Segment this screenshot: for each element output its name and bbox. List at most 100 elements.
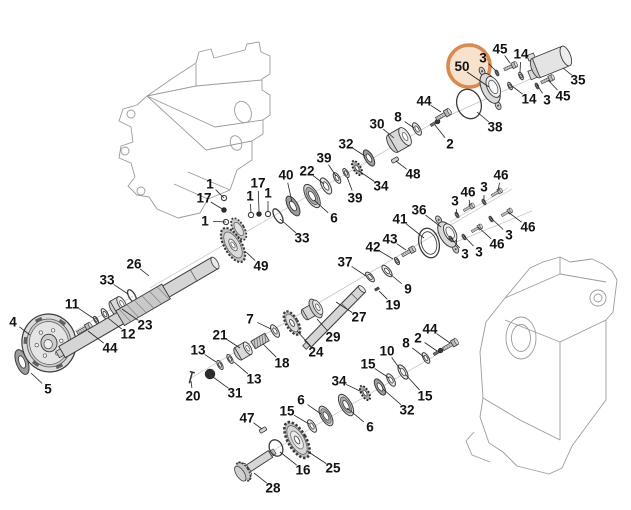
callout-48-12[interactable]: 48	[405, 167, 421, 182]
callout-45-4[interactable]: 45	[555, 89, 571, 104]
callout-36-36[interactable]: 36	[411, 203, 427, 218]
callout-46-53[interactable]: 46	[493, 168, 509, 183]
callout-39-15[interactable]: 39	[316, 151, 331, 166]
callout-13-49[interactable]: 13	[246, 372, 262, 387]
callout-43-38[interactable]: 43	[382, 232, 398, 247]
callout-8-10[interactable]: 8	[394, 110, 402, 125]
leader-35-3	[562, 67, 573, 76]
housing-right-boss-outer	[589, 289, 607, 307]
callout-28-75[interactable]: 28	[265, 481, 281, 496]
callout-49-27[interactable]: 49	[253, 259, 268, 274]
callout-45-1[interactable]: 45	[492, 42, 508, 57]
callout-39-16[interactable]: 39	[347, 191, 362, 206]
callout-19-42[interactable]: 19	[385, 298, 400, 313]
callout-24-45[interactable]: 24	[308, 345, 324, 360]
callout-35-3[interactable]: 35	[570, 73, 586, 88]
callout-46-59[interactable]: 46	[489, 237, 505, 252]
callout-46-57[interactable]: 46	[520, 220, 536, 235]
callout-15-72[interactable]: 15	[279, 404, 295, 419]
callout-37-40[interactable]: 37	[337, 255, 352, 270]
callout-6-70[interactable]: 6	[366, 420, 374, 435]
callout-47-76[interactable]: 47	[239, 411, 254, 426]
gear-24	[282, 310, 302, 336]
callout-18-50[interactable]: 18	[274, 356, 290, 371]
housing-left-bore-1	[234, 100, 252, 124]
callout-34-14[interactable]: 34	[373, 179, 389, 194]
callout-32-68[interactable]: 32	[399, 403, 414, 418]
leader-13-48	[204, 354, 217, 363]
callout-1-22[interactable]: 1	[246, 189, 254, 204]
callout-9-41[interactable]: 9	[404, 282, 412, 297]
callout-27-43[interactable]: 27	[351, 310, 366, 325]
callout-4-34[interactable]: 4	[9, 315, 17, 330]
callout-22-17[interactable]: 22	[299, 164, 314, 179]
callout-3-0[interactable]: 3	[479, 51, 487, 66]
callout-20-51[interactable]: 20	[185, 389, 200, 404]
callout-11-32[interactable]: 11	[65, 297, 80, 312]
screw-44-low	[442, 338, 459, 351]
callout-17-21[interactable]: 17	[250, 176, 265, 191]
callout-1-24[interactable]: 1	[206, 177, 214, 192]
callout-15-67[interactable]: 15	[417, 389, 433, 404]
callout-44-33[interactable]: 44	[102, 341, 118, 356]
leader-10-65	[391, 357, 401, 370]
leader-13-49	[233, 361, 249, 375]
callout-34-69[interactable]: 34	[331, 374, 347, 389]
callout-1-23[interactable]: 1	[264, 186, 272, 201]
leader-20-51	[190, 380, 193, 389]
callout-15-66[interactable]: 15	[360, 357, 376, 372]
callout-33-29[interactable]: 33	[99, 273, 115, 288]
callout-3-58[interactable]: 3	[505, 228, 513, 243]
callout-10-65[interactable]: 10	[379, 344, 394, 359]
leader-14-6	[511, 85, 523, 95]
callout-31-52[interactable]: 31	[227, 386, 243, 401]
callout-42-39[interactable]: 42	[365, 240, 380, 255]
washer-14-a	[518, 71, 524, 81]
callout-6-71[interactable]: 6	[297, 393, 305, 408]
callout-8-64[interactable]: 8	[402, 336, 410, 351]
callout-29-44[interactable]: 29	[325, 330, 340, 345]
bearing-32-upper	[362, 149, 376, 167]
callout-7-46[interactable]: 7	[246, 312, 254, 327]
callout-33-20[interactable]: 33	[294, 231, 310, 246]
callout-2-9[interactable]: 2	[446, 137, 454, 152]
washer-3-c3	[448, 235, 454, 243]
callout-14-2[interactable]: 14	[513, 47, 529, 62]
callout-13-48[interactable]: 13	[190, 343, 206, 358]
callout-41-37[interactable]: 41	[392, 212, 408, 227]
callout-16-74[interactable]: 16	[295, 463, 311, 478]
washer-3-c4	[461, 233, 467, 241]
callout-17-25[interactable]: 17	[196, 191, 211, 206]
leader-36-36	[425, 214, 442, 228]
callout-14-6[interactable]: 14	[521, 92, 537, 107]
callout-44-8[interactable]: 44	[416, 94, 432, 109]
callout-30-11[interactable]: 30	[369, 117, 384, 132]
callout-3-54[interactable]: 3	[480, 180, 488, 195]
callout-26-28[interactable]: 26	[126, 257, 142, 272]
highlight-circle[interactable]	[446, 43, 492, 89]
callout-23-30[interactable]: 23	[137, 318, 153, 333]
callout-21-47[interactable]: 21	[212, 328, 228, 343]
housing-left-ear-hole-1	[126, 109, 136, 119]
callout-3-56[interactable]: 3	[451, 194, 459, 209]
callout-32-13[interactable]: 32	[338, 137, 353, 152]
callout-3-5[interactable]: 3	[543, 93, 551, 108]
leader-8-10	[404, 121, 415, 129]
callout-46-55[interactable]: 46	[460, 185, 476, 200]
callout-3-61[interactable]: 3	[461, 247, 469, 262]
callout-50[interactable]: 50	[454, 59, 469, 74]
washer-39-b	[342, 168, 350, 178]
callout-2-63[interactable]: 2	[414, 331, 422, 346]
callout-1-26[interactable]: 1	[201, 214, 209, 229]
callout-38-7[interactable]: 38	[487, 120, 503, 135]
callout-5-35[interactable]: 5	[44, 382, 52, 397]
callout-25-73[interactable]: 25	[325, 461, 341, 476]
leader-14-2	[519, 61, 521, 73]
callout-6-19[interactable]: 6	[330, 211, 338, 226]
callout-12-31[interactable]: 12	[120, 327, 135, 342]
washer-14-b	[507, 81, 513, 91]
leader-3-5	[536, 84, 543, 94]
callout-44-62[interactable]: 44	[422, 322, 438, 337]
callout-3-60[interactable]: 3	[475, 245, 483, 260]
callout-40-18[interactable]: 40	[278, 168, 293, 183]
